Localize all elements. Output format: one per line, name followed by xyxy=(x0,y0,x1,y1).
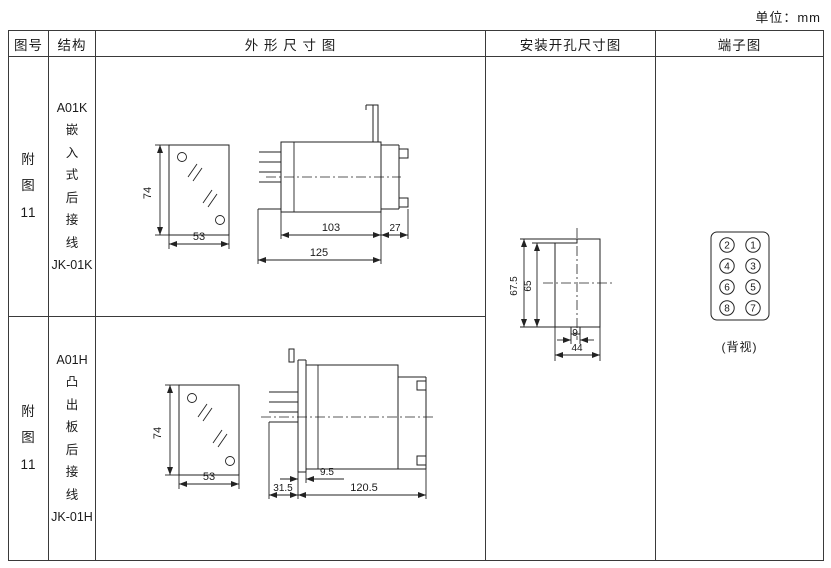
dimension-total: 125 xyxy=(257,209,381,264)
terminal-diagram: 2 1 4 3 6 5 8 7 xyxy=(710,231,769,321)
terminal-number: 5 xyxy=(750,283,756,294)
front-view xyxy=(168,144,230,236)
header-terminal-diagram: 端子图 xyxy=(655,30,824,57)
terminal-number: 2 xyxy=(724,241,730,252)
terminal-pins xyxy=(258,151,281,210)
bottom-slot xyxy=(570,327,580,335)
dim-label-27: 27 xyxy=(389,223,401,234)
outline-drawing-cell-a01k: 74 53 xyxy=(95,56,486,317)
screw-circle xyxy=(177,152,187,162)
dim-label-65: 65 xyxy=(523,280,534,292)
side-view xyxy=(258,104,409,213)
front-view xyxy=(178,384,240,476)
terminal-block-outline xyxy=(710,231,769,321)
terminal-pins xyxy=(269,391,298,423)
rear-view-caption: (背视) xyxy=(721,340,758,354)
dim-label-9: 9 xyxy=(572,328,578,339)
dim-label-53: 53 xyxy=(193,231,205,243)
cutout-shape xyxy=(554,238,600,335)
mounting-flange xyxy=(381,144,409,210)
screw-circle xyxy=(215,215,225,225)
dimension-height: 74 xyxy=(152,384,179,476)
dim-label-120-5: 120.5 xyxy=(350,482,378,494)
dimension-slot-width: 9 xyxy=(556,328,594,344)
screw-circle xyxy=(187,393,197,403)
structure-a01h: A01H 凸 出 板 后 接 线 JK-01H xyxy=(48,316,96,561)
terminal-number: 3 xyxy=(750,262,756,273)
dimension-depth: 103 27 xyxy=(280,209,409,264)
clamp-screw xyxy=(365,104,379,143)
side-view xyxy=(261,348,436,473)
dim-label-9-5: 9.5 xyxy=(320,467,334,478)
structure-a01k: A01K 嵌 入 式 后 接 线 JK-01K xyxy=(48,56,96,317)
table-row: 附 图 11 A01K 嵌 入 式 后 接 线 JK-01K xyxy=(8,56,824,561)
dimension-front-depth: 31.5 xyxy=(268,422,298,499)
dim-label-67-5: 67.5 xyxy=(509,276,520,296)
header-figure-no: 图号 xyxy=(8,30,49,57)
dim-label-31-5: 31.5 xyxy=(273,483,293,494)
dimension-height: 74 xyxy=(142,144,169,236)
spec-table: 图号 结构 外 形 尺 寸 图 安装开孔尺寸图 端子图 附 图 11 A01K … xyxy=(8,30,824,561)
figure-no-a01h: 附 图 11 xyxy=(8,316,49,561)
header-structure: 结构 xyxy=(48,30,96,57)
outline-drawing-cell-a01h: 74 53 xyxy=(95,316,486,561)
dimension-total: 120.5 xyxy=(298,469,427,499)
protruding-panel-plate xyxy=(297,359,307,473)
dim-label-125: 125 xyxy=(310,247,328,259)
mounting-hole-drawing: 67.5 65 9 xyxy=(509,228,613,361)
terminal-number: 7 xyxy=(750,304,756,315)
dim-label-53: 53 xyxy=(203,471,215,483)
figure-no-a01k: 附 图 11 xyxy=(8,56,49,317)
terminal-number: 8 xyxy=(724,304,730,315)
outline-drawing-a01k: 74 53 xyxy=(142,104,409,264)
table-row: 附 图 11 A01H 凸 出 板 后 接 线 JK-01H xyxy=(8,316,824,561)
dimension-width: 53 xyxy=(168,231,230,249)
terminal-number: 1 xyxy=(750,241,756,252)
terminal-number: 4 xyxy=(724,262,730,273)
dimension-width: 53 xyxy=(178,471,240,489)
dim-label-74: 74 xyxy=(142,187,154,199)
dim-label-44: 44 xyxy=(571,343,583,354)
terminal-diagram-cell: 2 1 4 3 6 5 8 7 (背视) xyxy=(655,56,824,561)
terminal-number: 6 xyxy=(724,283,730,294)
unit-label: 单位：mm xyxy=(755,10,821,25)
dimension-cutout-width: 44 xyxy=(554,327,600,361)
screw-circle xyxy=(225,456,235,466)
mounting-bracket xyxy=(398,376,427,470)
outline-drawing-a01h: 74 53 xyxy=(152,348,436,499)
header-mounting-holes: 安装开孔尺寸图 xyxy=(485,30,656,57)
mounting-hole-cell: 67.5 65 9 xyxy=(485,56,656,561)
dim-label-103: 103 xyxy=(322,222,340,234)
dimension-outer-height: 67.5 xyxy=(509,238,577,328)
dim-label-74: 74 xyxy=(152,427,164,439)
hatch-marks xyxy=(197,403,228,448)
clamp-screw xyxy=(288,348,295,363)
hatch-marks xyxy=(187,163,218,208)
header-outline-dimensions: 外 形 尺 寸 图 xyxy=(95,30,486,57)
terminal-circles: 2 1 4 3 6 5 8 7 xyxy=(718,237,761,316)
dimension-inner-height: 65 xyxy=(523,242,555,327)
header-row: 图号 结构 外 形 尺 寸 图 安装开孔尺寸图 端子图 xyxy=(8,30,824,57)
